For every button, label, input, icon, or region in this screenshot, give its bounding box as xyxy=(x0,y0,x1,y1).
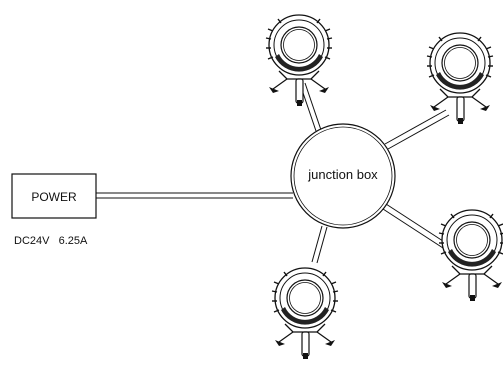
spotlight-icon xyxy=(265,14,333,107)
spotlight-icon xyxy=(426,32,494,125)
cable-bottom-inner xyxy=(316,226,328,264)
power-supply: POWER xyxy=(11,173,97,219)
power-box xyxy=(11,173,97,219)
cables xyxy=(96,82,450,264)
spotlight-icon xyxy=(271,267,339,360)
cable-top-left-inner xyxy=(304,82,322,131)
fixture-right xyxy=(438,209,503,302)
cable-top-right-inner xyxy=(387,114,450,150)
power-label: POWER xyxy=(31,190,77,204)
power-spec: DC24V 6.25A xyxy=(14,235,88,247)
junction-box-label: junction box xyxy=(307,167,378,182)
cable-top-right xyxy=(384,109,447,145)
fixture-top-right xyxy=(426,32,494,125)
junction-box-circle xyxy=(290,123,396,229)
fixture-bottom xyxy=(271,267,339,360)
fixture-top-left xyxy=(265,14,333,107)
cable-bottom xyxy=(311,225,323,263)
junction-box: junction box xyxy=(290,123,396,229)
cable-right-inner xyxy=(382,208,444,249)
cable-right xyxy=(385,203,447,244)
spotlight-icon xyxy=(438,209,503,302)
